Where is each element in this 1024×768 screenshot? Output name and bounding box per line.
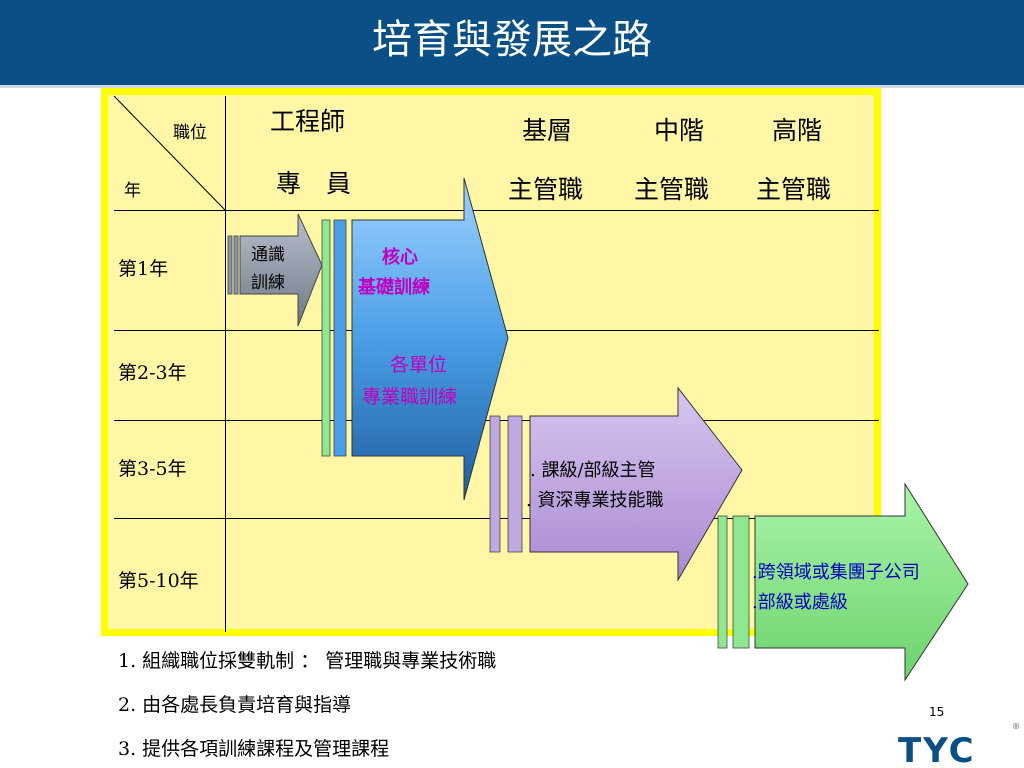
manager-track-line1: . 課級/部級主管 [530,460,656,481]
core-training-arrow [321,177,509,501]
general-training-arrow [227,213,323,327]
registered-mark: ® [1012,722,1020,731]
slide-title: 培育與發展之路 [372,17,652,63]
manager-track-arrow [489,386,743,582]
header-middle-line1: 中階 [654,116,705,145]
header-position-label: 職位 [173,123,207,143]
tyc-logo-text: TYC [898,732,976,764]
core-training-line2: 基礎訓練 [358,277,430,298]
note-3: 3. 提供各項訓練課程及管理課程 [118,738,390,760]
note-2: 2. 由各處長負責培育與指導 [118,694,352,716]
header-basic-line2: 主管職 [508,175,584,204]
general-training-line2: 訓練 [251,273,285,293]
grid-line-label-column [225,96,226,632]
header-senior-line1: 高階 [772,116,823,145]
grid-line-header [114,210,879,211]
header-basic-line1: 基層 [522,116,573,145]
note-1: 1. 組織職位採雙軌制 ： 管理職與專業技術職 [118,650,497,672]
page-number: 15 [929,705,945,719]
row-label-year-5-10: 第5-10年 [118,570,199,592]
general-training-line1: 通識 [251,245,285,265]
header-middle-line2: 主管職 [634,175,710,204]
cross-domain-arrow [717,482,969,682]
unit-training-line2: 專業職訓練 [362,386,458,408]
manager-track-line2: . 資深專業技能職 [526,490,664,511]
row-label-year-1: 第1年 [118,258,169,280]
row-label-year-3-5: 第3-5年 [118,458,187,480]
cross-domain-line2: .部級或處級 [752,592,848,613]
header-senior-line2: 主管職 [756,175,832,204]
header-engineer-line1: 工程師 [270,107,346,136]
unit-training-line1: 各單位 [390,354,448,376]
title-bar [0,0,1024,85]
cross-domain-line1: .跨領域或集團子公司 [752,562,920,583]
tyc-logo: TYC [898,732,976,764]
row-label-year-2-3: 第2-3年 [118,362,187,384]
title-bar-divider [0,85,1024,88]
header-year-label: 年 [124,181,141,201]
header-engineer-line2: 專 員 [276,169,352,198]
core-training-line1: 核心 [382,247,418,268]
